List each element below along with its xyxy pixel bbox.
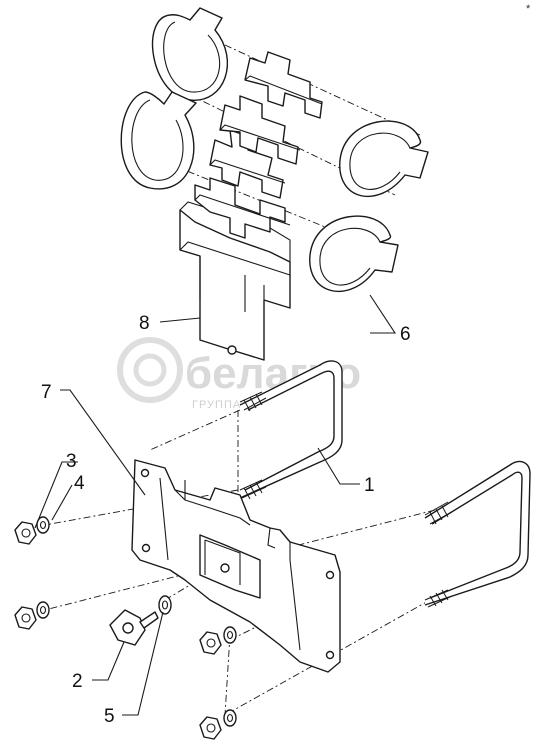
leader-3 [34, 461, 78, 529]
leader-1 [317, 447, 360, 485]
callout-8: 8 [139, 313, 150, 334]
callout-labels: 8 6 7 1 3 4 2 5 [41, 313, 411, 727]
leader-5 [122, 611, 164, 716]
callout-4: 4 [74, 473, 85, 494]
callout-2: 2 [72, 671, 83, 692]
callout-5: 5 [104, 706, 115, 727]
knob-washer [158, 595, 172, 615]
callout-3: 3 [66, 451, 77, 472]
leader-2 [92, 641, 125, 681]
callout-1: 1 [364, 475, 375, 496]
hose-clamps [120, 7, 429, 293]
u-bolts [239, 360, 531, 608]
leader-7 [60, 389, 146, 496]
corner-mark: * [526, 3, 531, 15]
callout-6: 6 [400, 324, 411, 345]
watermark-logo-inner [133, 353, 167, 387]
callout-7: 7 [41, 382, 52, 403]
knob-screw [109, 609, 159, 646]
leader-lines [34, 294, 397, 716]
leader-4 [51, 484, 73, 521]
leader-6 [369, 294, 397, 334]
bracket-support [179, 51, 323, 361]
base-plate [131, 459, 341, 673]
nuts-and-washers [14, 516, 237, 740]
watermark-logo-ring [117, 337, 183, 403]
leader-8 [159, 317, 201, 323]
